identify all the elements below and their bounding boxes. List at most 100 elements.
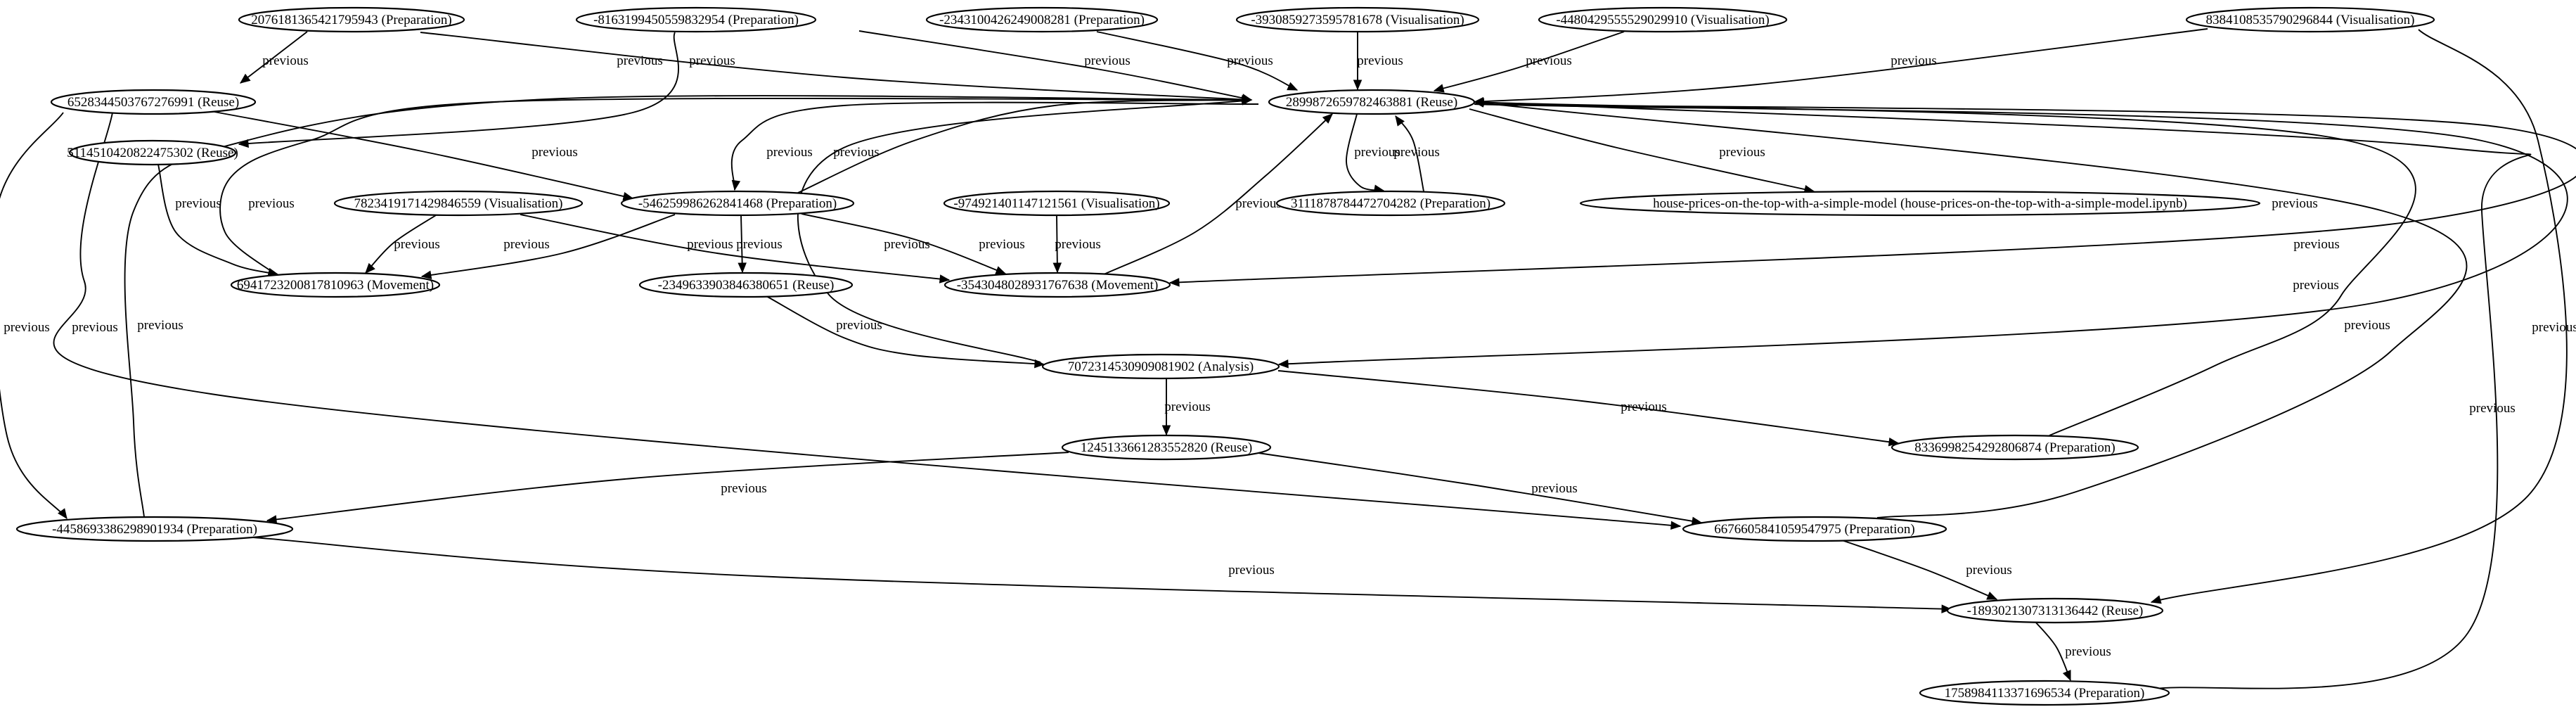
node-n20[interactable]: -4458693386298901934 (Preparation) xyxy=(15,516,294,542)
node-n12[interactable]: 3111878784472704282 (Preparation) xyxy=(1275,190,1506,217)
node-n8[interactable]: 5114510420822475302 (Reuse) xyxy=(67,139,238,166)
node-ellipse[interactable] xyxy=(638,272,854,298)
node-ellipse[interactable] xyxy=(1682,516,1947,542)
node-ellipse[interactable] xyxy=(68,139,237,166)
node-ellipse[interactable] xyxy=(1275,190,1506,217)
node-n4[interactable]: -3930859273595781678 (Visualisation) xyxy=(1235,6,1480,33)
arrowhead-icon xyxy=(1433,84,1445,93)
node-ellipse[interactable] xyxy=(575,6,817,33)
arrowhead-icon xyxy=(2150,595,2162,604)
node-ellipse[interactable] xyxy=(1041,353,1280,380)
edge-label: previous xyxy=(1164,400,1210,414)
arrowhead-icon xyxy=(239,73,251,84)
edge-label: previous xyxy=(1235,196,1281,211)
node-ellipse[interactable] xyxy=(620,190,855,217)
arrowhead-icon xyxy=(1242,95,1253,105)
edge-line xyxy=(1103,113,1333,275)
arrowhead-icon xyxy=(1473,98,1484,107)
node-ellipse[interactable] xyxy=(1919,680,2170,706)
node-n16[interactable]: -354304802893176763​8 (Movement) xyxy=(944,272,1171,298)
edge-n23-c: previous xyxy=(1473,98,2532,690)
edge-n12-c: previous xyxy=(1393,115,1440,192)
node-label: 6528344503767276991 (Reuse) xyxy=(67,95,239,110)
edge-n7-n21: previous xyxy=(53,112,1682,530)
node-label: -8163199450559832954 (Preparation) xyxy=(593,13,799,27)
node-n17[interactable]: 7072314530909081902 (Analysis) xyxy=(1041,353,1280,380)
edge-label: previous xyxy=(766,145,812,160)
edge-label: previous xyxy=(2469,401,2515,416)
node-ellipse[interactable] xyxy=(238,6,465,33)
edge-label: previous xyxy=(833,145,879,160)
node-n3[interactable]: -2343100426249008281 (Preparation) xyxy=(925,6,1159,33)
edge-c-n12: previous xyxy=(1346,113,1400,193)
edge-n9-n16: previous xyxy=(520,214,951,283)
edge-label: previous xyxy=(1055,237,1100,252)
node-label: 1245133661283552820 (Reuse) xyxy=(1081,440,1252,455)
node-n7[interactable]: 6528344503767276991 (Reuse) xyxy=(50,89,257,115)
node-ellipse[interactable] xyxy=(15,516,294,542)
node-n11[interactable]: -974921401147121561 (Visualisation) xyxy=(943,190,1171,217)
node-label: 5114510420822475302 (Reuse) xyxy=(67,146,238,160)
edge-line xyxy=(240,31,308,84)
node-n23[interactable]: 1758984113371696534 (Preparation) xyxy=(1919,680,2170,706)
edge-line xyxy=(1474,101,2532,690)
node-n18[interactable]: 1245133661283552820 (Reuse) xyxy=(1061,434,1272,461)
edge-n10-n16: previous xyxy=(801,213,1025,275)
edge-line xyxy=(520,214,950,281)
node-n9[interactable]: 7823419171429846559 (Visualisation) xyxy=(333,190,584,217)
node-ellipse[interactable] xyxy=(943,190,1171,217)
node-ellipse[interactable] xyxy=(2185,6,2435,33)
edge-label: previous xyxy=(248,196,294,211)
node-ellipse[interactable] xyxy=(50,89,257,115)
node-label: 8384108535790296844 (Visualisation) xyxy=(2205,13,2414,27)
node-ellipse[interactable] xyxy=(925,6,1159,33)
edge-line xyxy=(801,213,1006,274)
node-ellipse[interactable] xyxy=(1891,434,2139,461)
node-n15[interactable]: -2349633903846380651 (Reuse) xyxy=(638,272,854,298)
node-ellipse[interactable] xyxy=(1235,6,1480,33)
edge-label: previous xyxy=(175,196,221,211)
node-ellipse[interactable] xyxy=(1538,6,1788,33)
node-label: -1893021307313136442 (Reuse) xyxy=(1967,604,2144,618)
node-ellipse[interactable] xyxy=(1946,597,2164,624)
edge-line xyxy=(740,215,743,273)
node-n6[interactable]: 8384108535790296844 (Visualisation) xyxy=(2185,6,2435,33)
edge-n15-n17: previous xyxy=(766,295,1045,369)
edge-line xyxy=(157,164,278,275)
node-ellipse[interactable] xyxy=(333,190,584,217)
node-n14[interactable]: 6941723200817810963 (Movement) xyxy=(230,272,441,298)
node-label: 2899872659782463881 (Reuse) xyxy=(1286,95,1457,110)
node-n19[interactable]: 8336998254292806874 (Preparation) xyxy=(1891,434,2139,461)
arrowhead-icon xyxy=(1168,278,1180,287)
node-ellipse[interactable] xyxy=(1579,190,2261,217)
arrowhead-icon xyxy=(420,270,432,279)
edge-label: previous xyxy=(2532,320,2576,335)
node-n1[interactable]: 2076181365421795943 (Preparation) xyxy=(238,6,465,33)
edge-label: previous xyxy=(1719,145,1765,160)
edge-label: previous xyxy=(2065,644,2111,659)
node-ellipse[interactable] xyxy=(1061,434,1272,461)
edge-n8-n14: previous xyxy=(157,164,279,277)
edge-label: previous xyxy=(262,53,308,68)
node-label: -546259986262841468 (Preparation) xyxy=(638,196,837,211)
edge-c-n17: previous xyxy=(1277,103,2568,369)
node-n22[interactable]: -1893021307313136442 (Reuse) xyxy=(1946,597,2164,624)
node-n13[interactable]: house-prices-on-the-top-with-a-simple-mo… xyxy=(1579,190,2261,217)
node-n2[interactable]: -8163199450559832954 (Preparation) xyxy=(575,6,817,33)
arrowhead-icon xyxy=(1277,359,1289,369)
edge-label: previous xyxy=(503,237,549,252)
node-n10[interactable]: -546259986262841468 (Preparation) xyxy=(620,190,855,217)
edge-line xyxy=(266,452,1069,521)
node-ellipse[interactable] xyxy=(1268,89,1476,115)
node-n21[interactable]: 6676605841059547975 (Preparation) xyxy=(1682,516,1947,542)
edge-n17-n19: previous xyxy=(1277,370,1900,447)
edge-line xyxy=(1841,540,1997,600)
node-label: 7072314530909081902 (Analysis) xyxy=(1068,359,1254,374)
node-ellipse[interactable] xyxy=(230,272,441,298)
edge-n1-n7: previous xyxy=(239,31,309,84)
arrowhead-icon xyxy=(1052,262,1062,274)
node-ellipse[interactable] xyxy=(944,272,1171,298)
node-c[interactable]: 2899872659782463881 (Reuse) xyxy=(1268,89,1476,115)
node-n5[interactable]: -4480429555529029910 (Visualisation) xyxy=(1538,6,1788,33)
